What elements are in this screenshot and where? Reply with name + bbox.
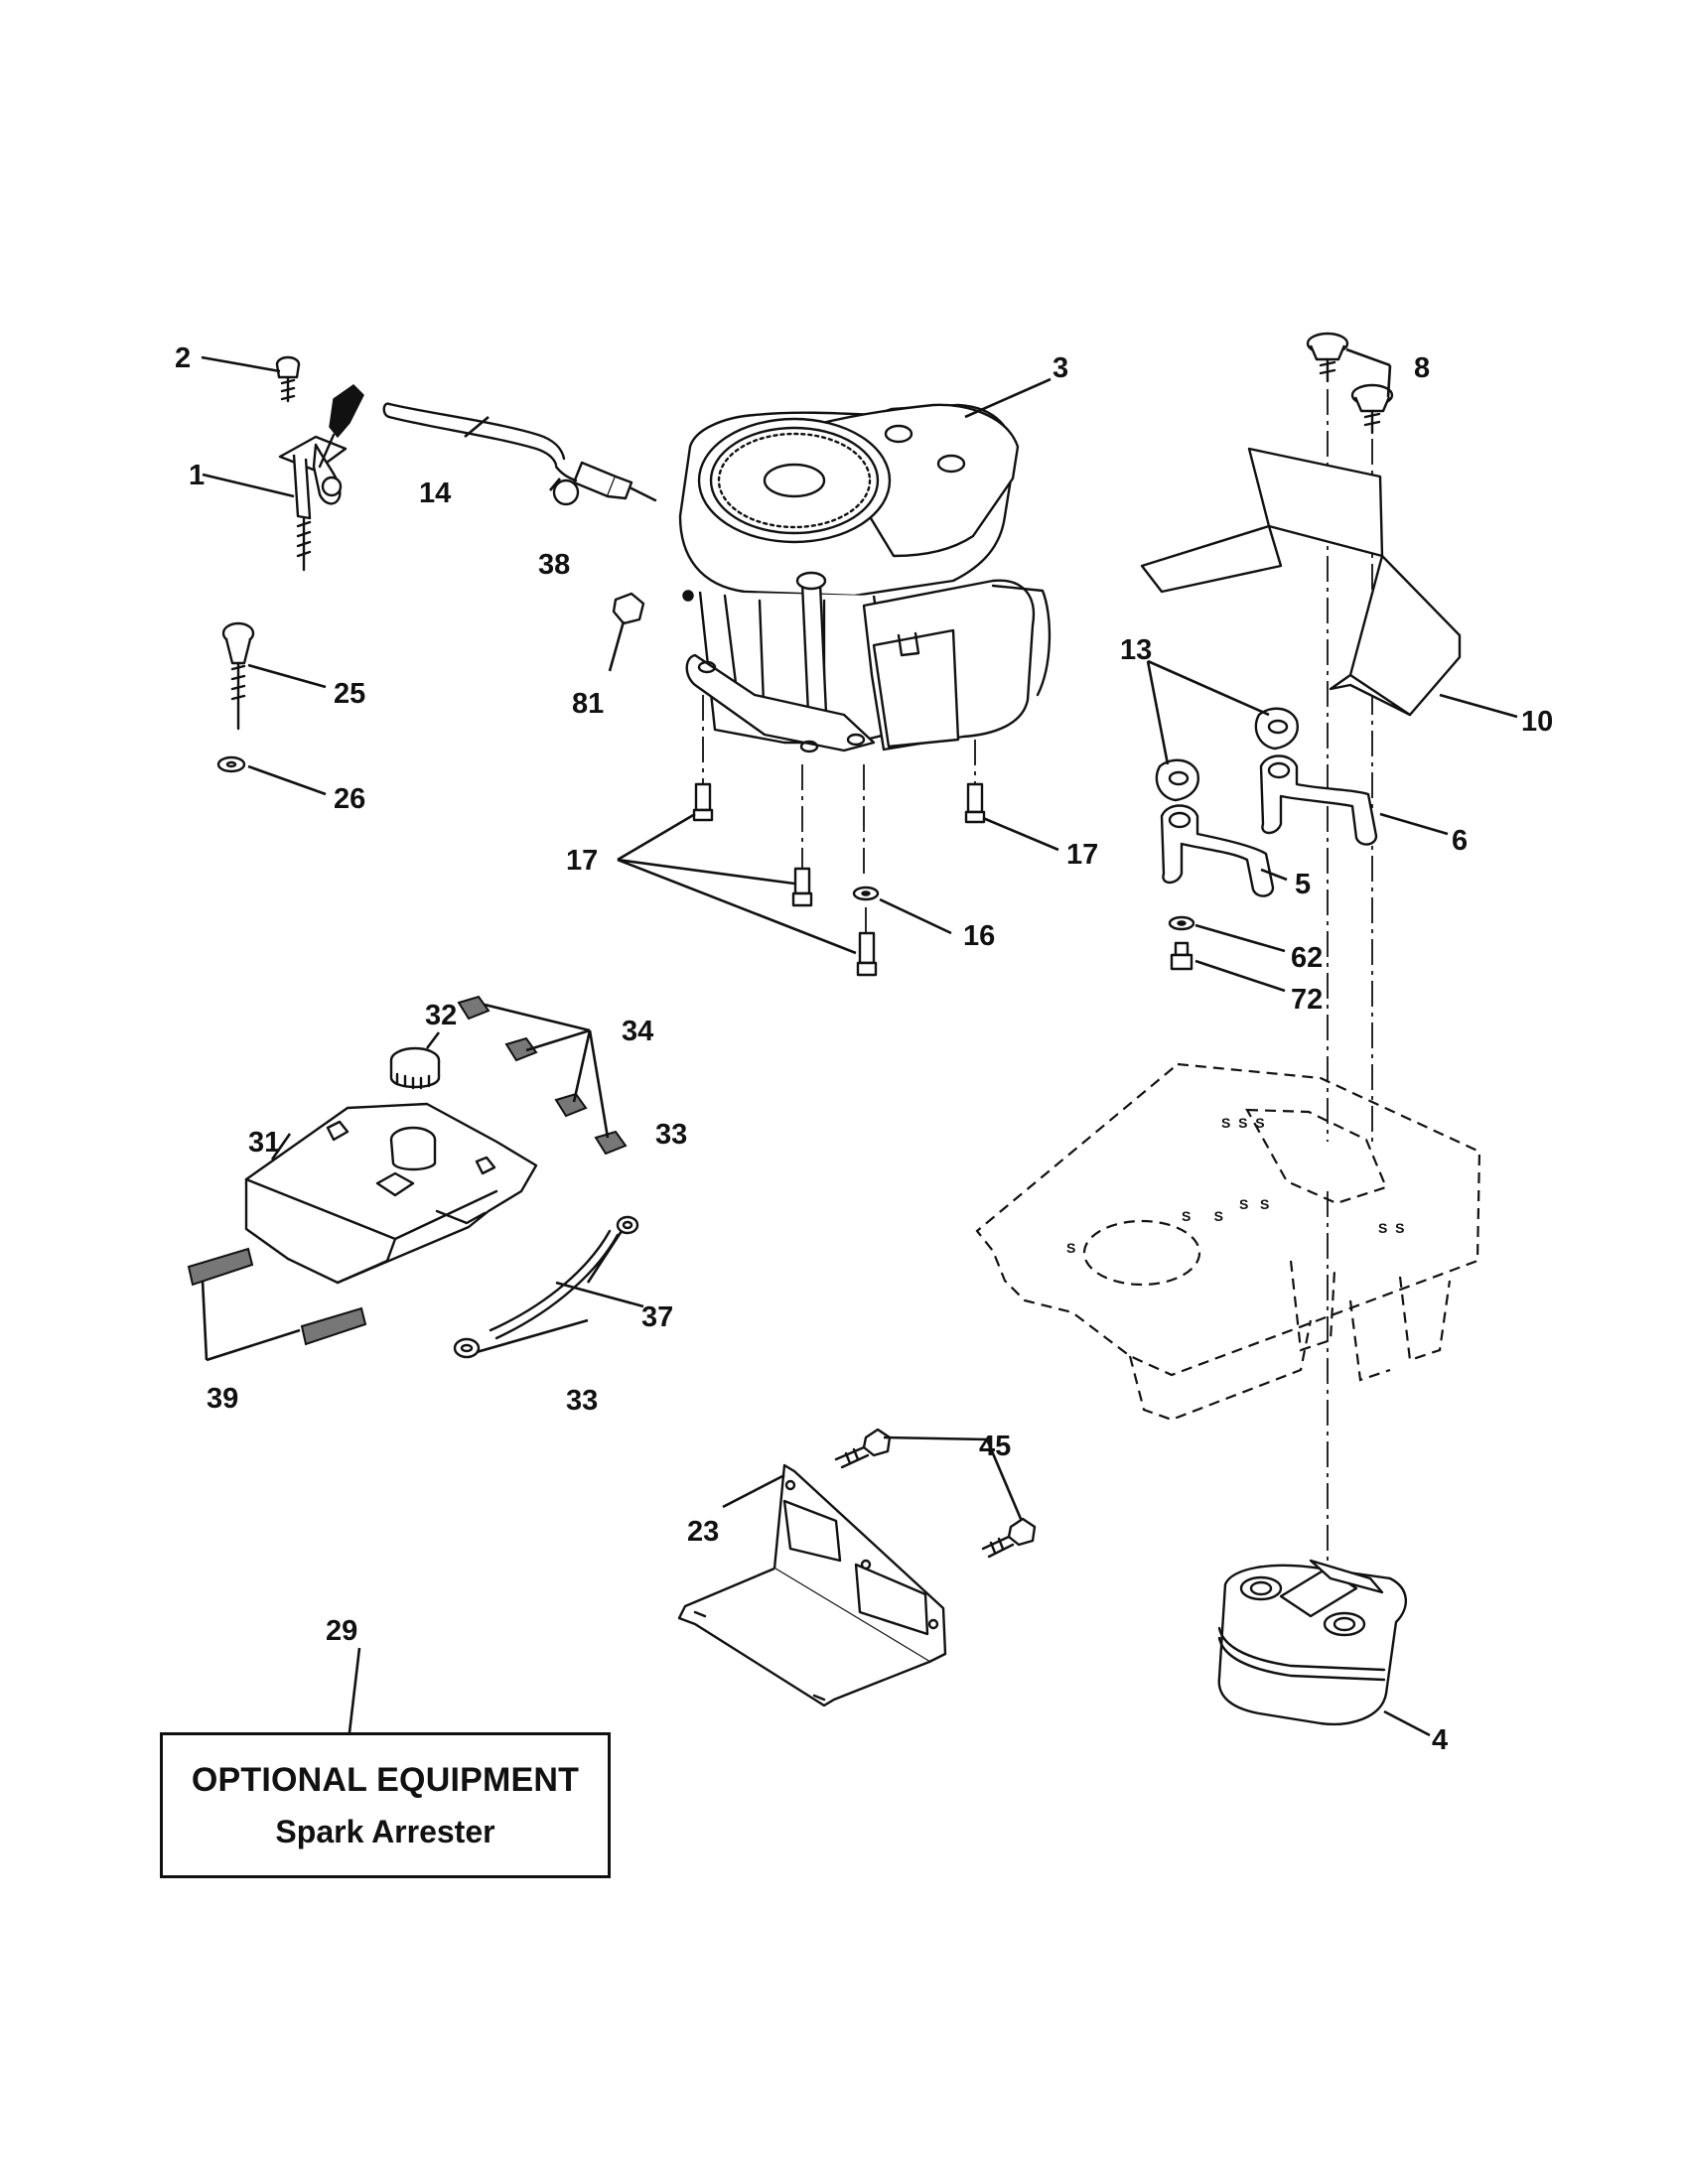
callout-26: 26 bbox=[334, 783, 365, 815]
part-bolt-72 bbox=[1170, 941, 1193, 971]
callout-5: 5 bbox=[1295, 869, 1311, 900]
callout-6: 6 bbox=[1452, 825, 1468, 857]
callout-8: 8 bbox=[1414, 352, 1430, 384]
callout-10: 10 bbox=[1521, 706, 1553, 738]
callout-37: 37 bbox=[641, 1301, 673, 1333]
callout-3: 3 bbox=[1052, 352, 1068, 384]
part-fuel-filter bbox=[552, 461, 657, 506]
part-muffler bbox=[1217, 1191, 1407, 1725]
part-knob bbox=[221, 621, 255, 731]
svg-text:S S: S S bbox=[1378, 1220, 1404, 1236]
svg-text:S: S bbox=[1066, 1240, 1075, 1256]
callout-45: 45 bbox=[979, 1431, 1011, 1462]
callout-33-lower: 33 bbox=[566, 1385, 598, 1417]
callout-34: 34 bbox=[622, 1016, 653, 1047]
callout-1: 1 bbox=[189, 460, 205, 491]
callout-17-left: 17 bbox=[566, 845, 598, 877]
callout-38: 38 bbox=[538, 549, 570, 581]
spark-arrester-label: Spark Arrester bbox=[275, 1813, 495, 1849]
callout-31: 31 bbox=[248, 1127, 280, 1159]
part-knobs bbox=[1306, 332, 1394, 1142]
part-bolts bbox=[692, 695, 986, 977]
callout-81: 81 bbox=[572, 688, 604, 720]
optional-equipment-box: OPTIONAL EQUIPMENT Spark Arrester bbox=[160, 1732, 611, 1878]
callout-16: 16 bbox=[963, 920, 995, 952]
part-foam-pads bbox=[187, 995, 628, 1346]
part-engine bbox=[678, 403, 1052, 753]
svg-text:S S S: S S S bbox=[1221, 1115, 1265, 1131]
part-gaskets bbox=[1155, 707, 1299, 802]
callout-32: 32 bbox=[425, 1000, 457, 1031]
part-cap bbox=[389, 1046, 441, 1090]
callout-4: 4 bbox=[1432, 1724, 1448, 1756]
callout-23: 23 bbox=[687, 1516, 719, 1548]
chassis-plate: S S S S S S S S S S bbox=[975, 1062, 1481, 1422]
callout-33-upper: 33 bbox=[655, 1119, 687, 1151]
part-cover bbox=[244, 1102, 538, 1285]
part-washer-16 bbox=[852, 886, 880, 901]
part-washer bbox=[216, 755, 246, 773]
leader-lines bbox=[201, 347, 1518, 1737]
part-nut bbox=[612, 590, 694, 625]
part-heat-shield bbox=[1140, 447, 1462, 717]
part-screw bbox=[275, 355, 301, 403]
part-washer-62 bbox=[1168, 915, 1195, 931]
svg-text:S S: S S bbox=[1239, 1196, 1269, 1212]
part-breather-hose bbox=[489, 1229, 620, 1340]
part-clamp-lower bbox=[453, 1337, 481, 1359]
part-throttle-control bbox=[278, 384, 364, 572]
optional-equipment-title: OPTIONAL EQUIPMENT bbox=[191, 1760, 580, 1799]
callout-72: 72 bbox=[1291, 984, 1323, 1016]
callout-29: 29 bbox=[326, 1615, 357, 1647]
callout-2: 2 bbox=[175, 342, 191, 374]
part-exhaust-pipe-5 bbox=[1160, 804, 1275, 897]
callout-17-right: 17 bbox=[1066, 839, 1098, 871]
part-clamp-upper bbox=[616, 1215, 639, 1235]
callout-14: 14 bbox=[419, 478, 451, 509]
part-bracket bbox=[677, 1463, 947, 1707]
part-exhaust-pipe-6 bbox=[1259, 754, 1378, 846]
callout-39: 39 bbox=[207, 1383, 238, 1415]
svg-text:S S: S S bbox=[1182, 1208, 1223, 1224]
callout-62: 62 bbox=[1291, 942, 1323, 974]
callout-13: 13 bbox=[1120, 634, 1152, 666]
callout-25: 25 bbox=[334, 678, 365, 710]
callout-labels: 1 2 3 4 5 6 8 10 13 14 16 17 17 23 25 26… bbox=[175, 342, 1553, 1756]
part-fuel-line bbox=[382, 402, 566, 467]
part-bracket-bolts bbox=[834, 1428, 1037, 1559]
